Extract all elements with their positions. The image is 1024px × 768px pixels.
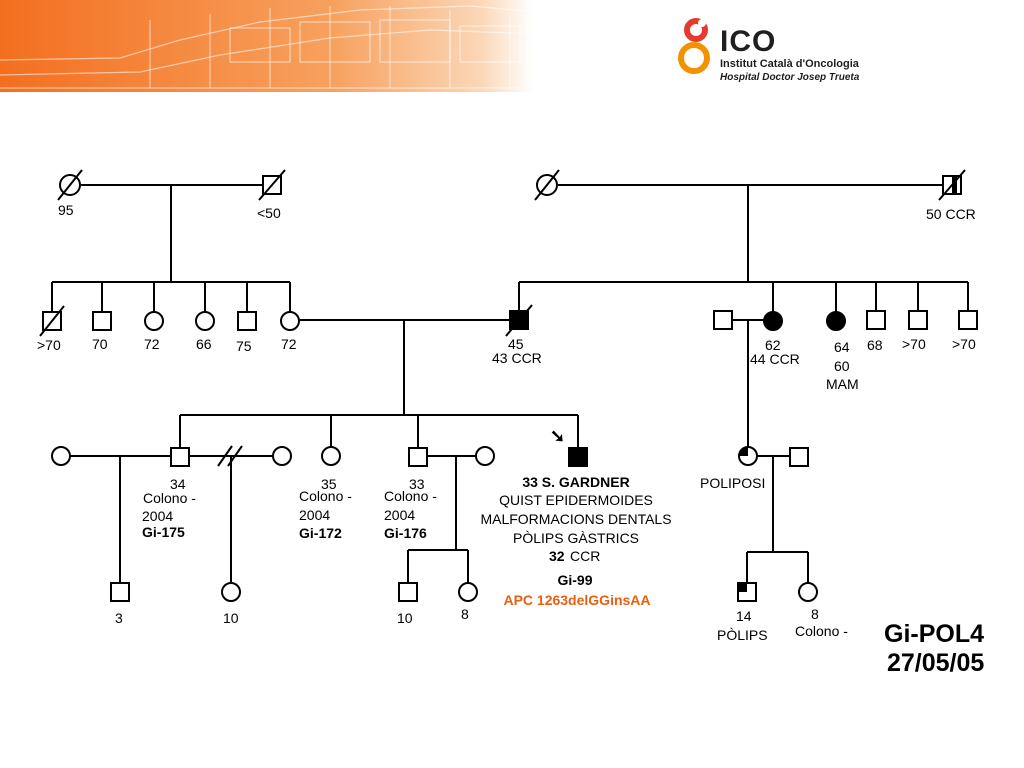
son1-ex-spouse [272,446,292,466]
son2-year: 2004 [384,507,416,523]
aunt-spouse [713,310,733,330]
uncle [958,310,978,330]
cousin-spouse [789,447,809,467]
grandchild-female [458,582,478,602]
son2-id: Gi-176 [384,525,427,541]
aunt1-age: 62 [765,337,781,353]
proband-ccr: CCR [570,548,601,564]
sibling-male [237,311,257,331]
proband-feature: QUIST EPIDERMOIDES [499,492,653,508]
proband-diagnosis: 33 S. GARDNER [522,474,630,490]
uncle-age: 68 [867,337,883,353]
logo-title: ICO [720,25,777,58]
uncle-age: >70 [952,336,976,352]
sibling-age: 70 [92,336,108,352]
grandchild-age: 10 [397,610,413,626]
proband-affected [568,447,588,467]
header-banner [0,0,740,92]
son2-spouse [475,446,495,466]
aunt2-note: MAM [826,376,859,392]
cousin-daughter-note: Colono - [795,623,848,639]
uncle [866,310,886,330]
sibling-female [144,311,164,331]
uncle-age: >70 [902,336,926,352]
son2 [408,447,428,467]
daughter-year: 2004 [299,507,331,523]
sibling-age: 72 [144,336,160,352]
uncle [908,310,928,330]
cousin-daughter [798,582,818,602]
sibling-female [195,311,215,331]
proband-mutation: APC 1263delGGinsAA [503,592,651,608]
left-grandmother-age: 95 [58,202,74,218]
sibling-age: 75 [236,338,252,354]
family-date: 27/05/05 [887,649,985,677]
son1-note: Colono - [143,490,196,506]
son2-age: 33 [409,476,425,492]
institution-name: Institut Català d'Oncologia [720,58,859,70]
daughter-note: Colono - [299,488,352,504]
proband-feature: PÒLIPS GÀSTRICS [512,530,640,546]
aunt2-age2: 60 [834,358,850,374]
father-note: 43 CCR [492,350,542,366]
right-grandfather-note: 50 CCR [926,206,976,222]
mother [280,311,300,331]
grandchild-male [398,582,418,602]
hospital-name: Hospital Doctor Josep Trueta [720,72,860,83]
son1-id: Gi-175 [142,524,185,540]
mother-age: 72 [281,336,297,352]
son1-age: 34 [170,476,186,492]
daughter [321,446,341,466]
family-code: Gi-POL4 [884,620,985,648]
proband-arrow: ➘ [550,426,566,446]
son1 [170,447,190,467]
left-grandfather-age: <50 [257,205,281,221]
daughter-age: 35 [321,476,337,492]
aunt2-age: 64 [834,339,850,355]
sibling-age: 66 [196,336,212,352]
father-age: 45 [508,336,524,352]
grandchild-age: 3 [115,610,123,626]
grandchild-male [110,582,130,602]
aunt-affected-ccr [763,311,783,331]
son2-note: Colono - [384,488,437,504]
cousin-son-note: PÒLIPS [717,627,768,643]
son1-year: 2004 [142,508,174,524]
grandchild-age: 10 [223,610,239,626]
cousin-note: POLIPOSI [700,475,766,491]
grandchild-age: 8 [461,606,469,622]
aunt-affected-mam [826,311,846,331]
aunt1-note: 44 CCR [750,351,800,367]
son1-spouse [51,446,71,466]
ico-logo-icon [678,18,710,74]
sibling-age: >70 [37,337,61,353]
grandchild-female [221,582,241,602]
proband-id: Gi-99 [557,572,593,588]
cousin-daughter-age: 8 [811,606,819,622]
sibling-male [92,311,112,331]
proband-feature: MALFORMACIONS DENTALS [480,511,672,527]
cousin-son-age: 14 [736,608,752,624]
proband-ccr-age: 32 [549,548,565,564]
daughter-id: Gi-172 [299,525,342,541]
